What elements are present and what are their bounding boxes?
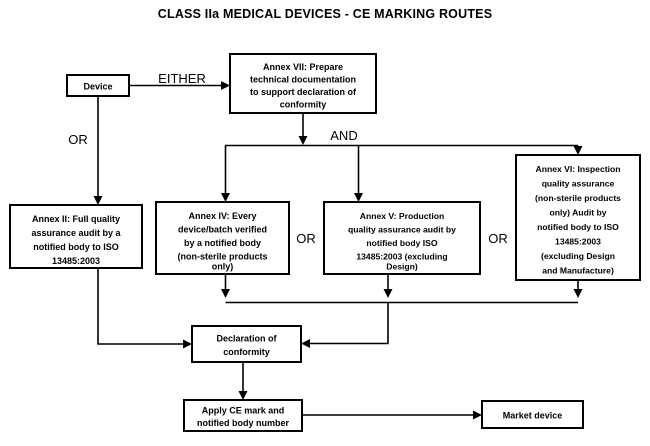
node-annex-vii-line-1: Annex VII: Prepare [263,62,343,72]
node-apply-ce-mark-line-1: Apply CE mark and [202,406,285,416]
node-device[interactable]: Device [66,74,130,97]
connector-device-to-annex7 [129,81,230,90]
node-annex-vii-line-3: to support declaration of [250,87,357,97]
edge-label-or-annex5-annex6: OR [488,231,508,246]
connector-declaration-to-applyce [238,362,248,400]
node-apply-ce-mark-line-2: notified body number [197,418,289,428]
connector-merge-bus-to-declaration [225,301,578,348]
node-annex-vi[interactable]: Annex VI: Inspection quality assurance (… [515,154,641,281]
node-annex-v-line-5: Design) [386,262,418,272]
connector-device-to-annex2 [93,96,103,205]
node-annex-ii[interactable]: Annex II: Full quality assurance audit b… [9,204,143,269]
connector-applyce-to-market [302,410,482,420]
node-annex-vii-box[interactable] [229,53,377,114]
node-market-device-box[interactable] [481,400,584,429]
node-annex-ii-box[interactable] [9,204,143,269]
node-declaration-line-1: Declaration of [216,334,277,344]
node-declaration-line-2: conformity [223,347,270,357]
node-annex-vii[interactable]: Annex VII: Prepare technical documentati… [229,53,377,114]
node-annex-vi-line-3: (non-sterile products [535,193,621,203]
node-annex-iv-line-2: device/batch verified [178,225,267,235]
node-annex-ii-line-3: notified body to ISO [33,242,119,252]
node-annex-v-line-1: Annex V: Production [360,211,445,221]
connector-annex7-to-and-bus [221,113,583,202]
node-annex-v-line-2: quality assurance audit by [348,225,456,235]
node-annex-v-line-3: notified body ISO [366,238,437,248]
node-annex-iv-line-1: Annex IV: Every [188,211,256,221]
node-annex-iv-line-5: only) [212,262,234,272]
node-annex-iv-box[interactable] [155,201,290,275]
node-declaration-box[interactable] [191,325,302,363]
node-device-box[interactable] [66,74,130,97]
page-title: CLASS IIa MEDICAL DEVICES - CE MARKING R… [158,7,493,21]
node-annex-vii-line-2: technical documentation [250,75,356,85]
node-annex-vii-line-4: conformity [280,100,327,110]
node-annex-vi-line-2: quality assurance [542,179,615,189]
connector-annex5-to-merge [383,274,393,298]
edge-label-or-annex4-annex5: OR [296,231,316,246]
node-market-device-label: Market device [503,411,563,421]
node-annex-iv-line-4: (non-sterile products [177,252,267,262]
edge-label-or-device: OR [68,132,88,147]
node-annex-ii-line-1: Annex II: Full quality [32,214,120,224]
node-device-label: Device [83,82,112,92]
connector-annex2-to-declaration [97,268,192,349]
edge-label-layer: EITHER OR AND OR OR [68,71,508,246]
node-annex-v-line-4: 13485:2003 (excluding [356,252,447,262]
connector-layer [93,81,583,420]
node-annex-iv[interactable]: Annex IV: Every device/batch verified by… [155,201,290,275]
node-market-device[interactable]: Market device [481,400,584,429]
node-annex-vi-line-4: only) Audit by [550,208,607,218]
node-annex-iv-line-3: by a notified body [184,238,261,248]
node-annex-vi-line-5: notified body to ISO [537,222,619,232]
node-annex-vi-box[interactable] [515,154,641,281]
connector-annex4-to-merge [221,274,230,298]
node-annex-vi-line-6: 13485:2003 [555,237,601,247]
node-annex-v[interactable]: Annex V: Production quality assurance au… [323,201,481,275]
node-annex-v-box[interactable] [323,201,481,275]
node-annex-vi-line-8: and Manufacture) [542,266,614,276]
node-apply-ce-mark-box[interactable] [183,399,303,432]
node-annex-ii-line-4: 13485:2003 [52,256,100,266]
connector-annex6-to-merge [573,280,583,298]
node-annex-vi-line-1: Annex VI: Inspection [536,164,621,174]
node-annex-vi-line-7: (excluding Design [541,251,615,261]
node-apply-ce-mark[interactable]: Apply CE mark and notified body number [183,399,303,432]
node-declaration-of-conformity[interactable]: Declaration of conformity [191,325,302,363]
edge-label-either: EITHER [158,71,206,86]
edge-label-and: AND [330,128,357,143]
node-annex-ii-line-2: assurance audit by a [31,228,121,238]
